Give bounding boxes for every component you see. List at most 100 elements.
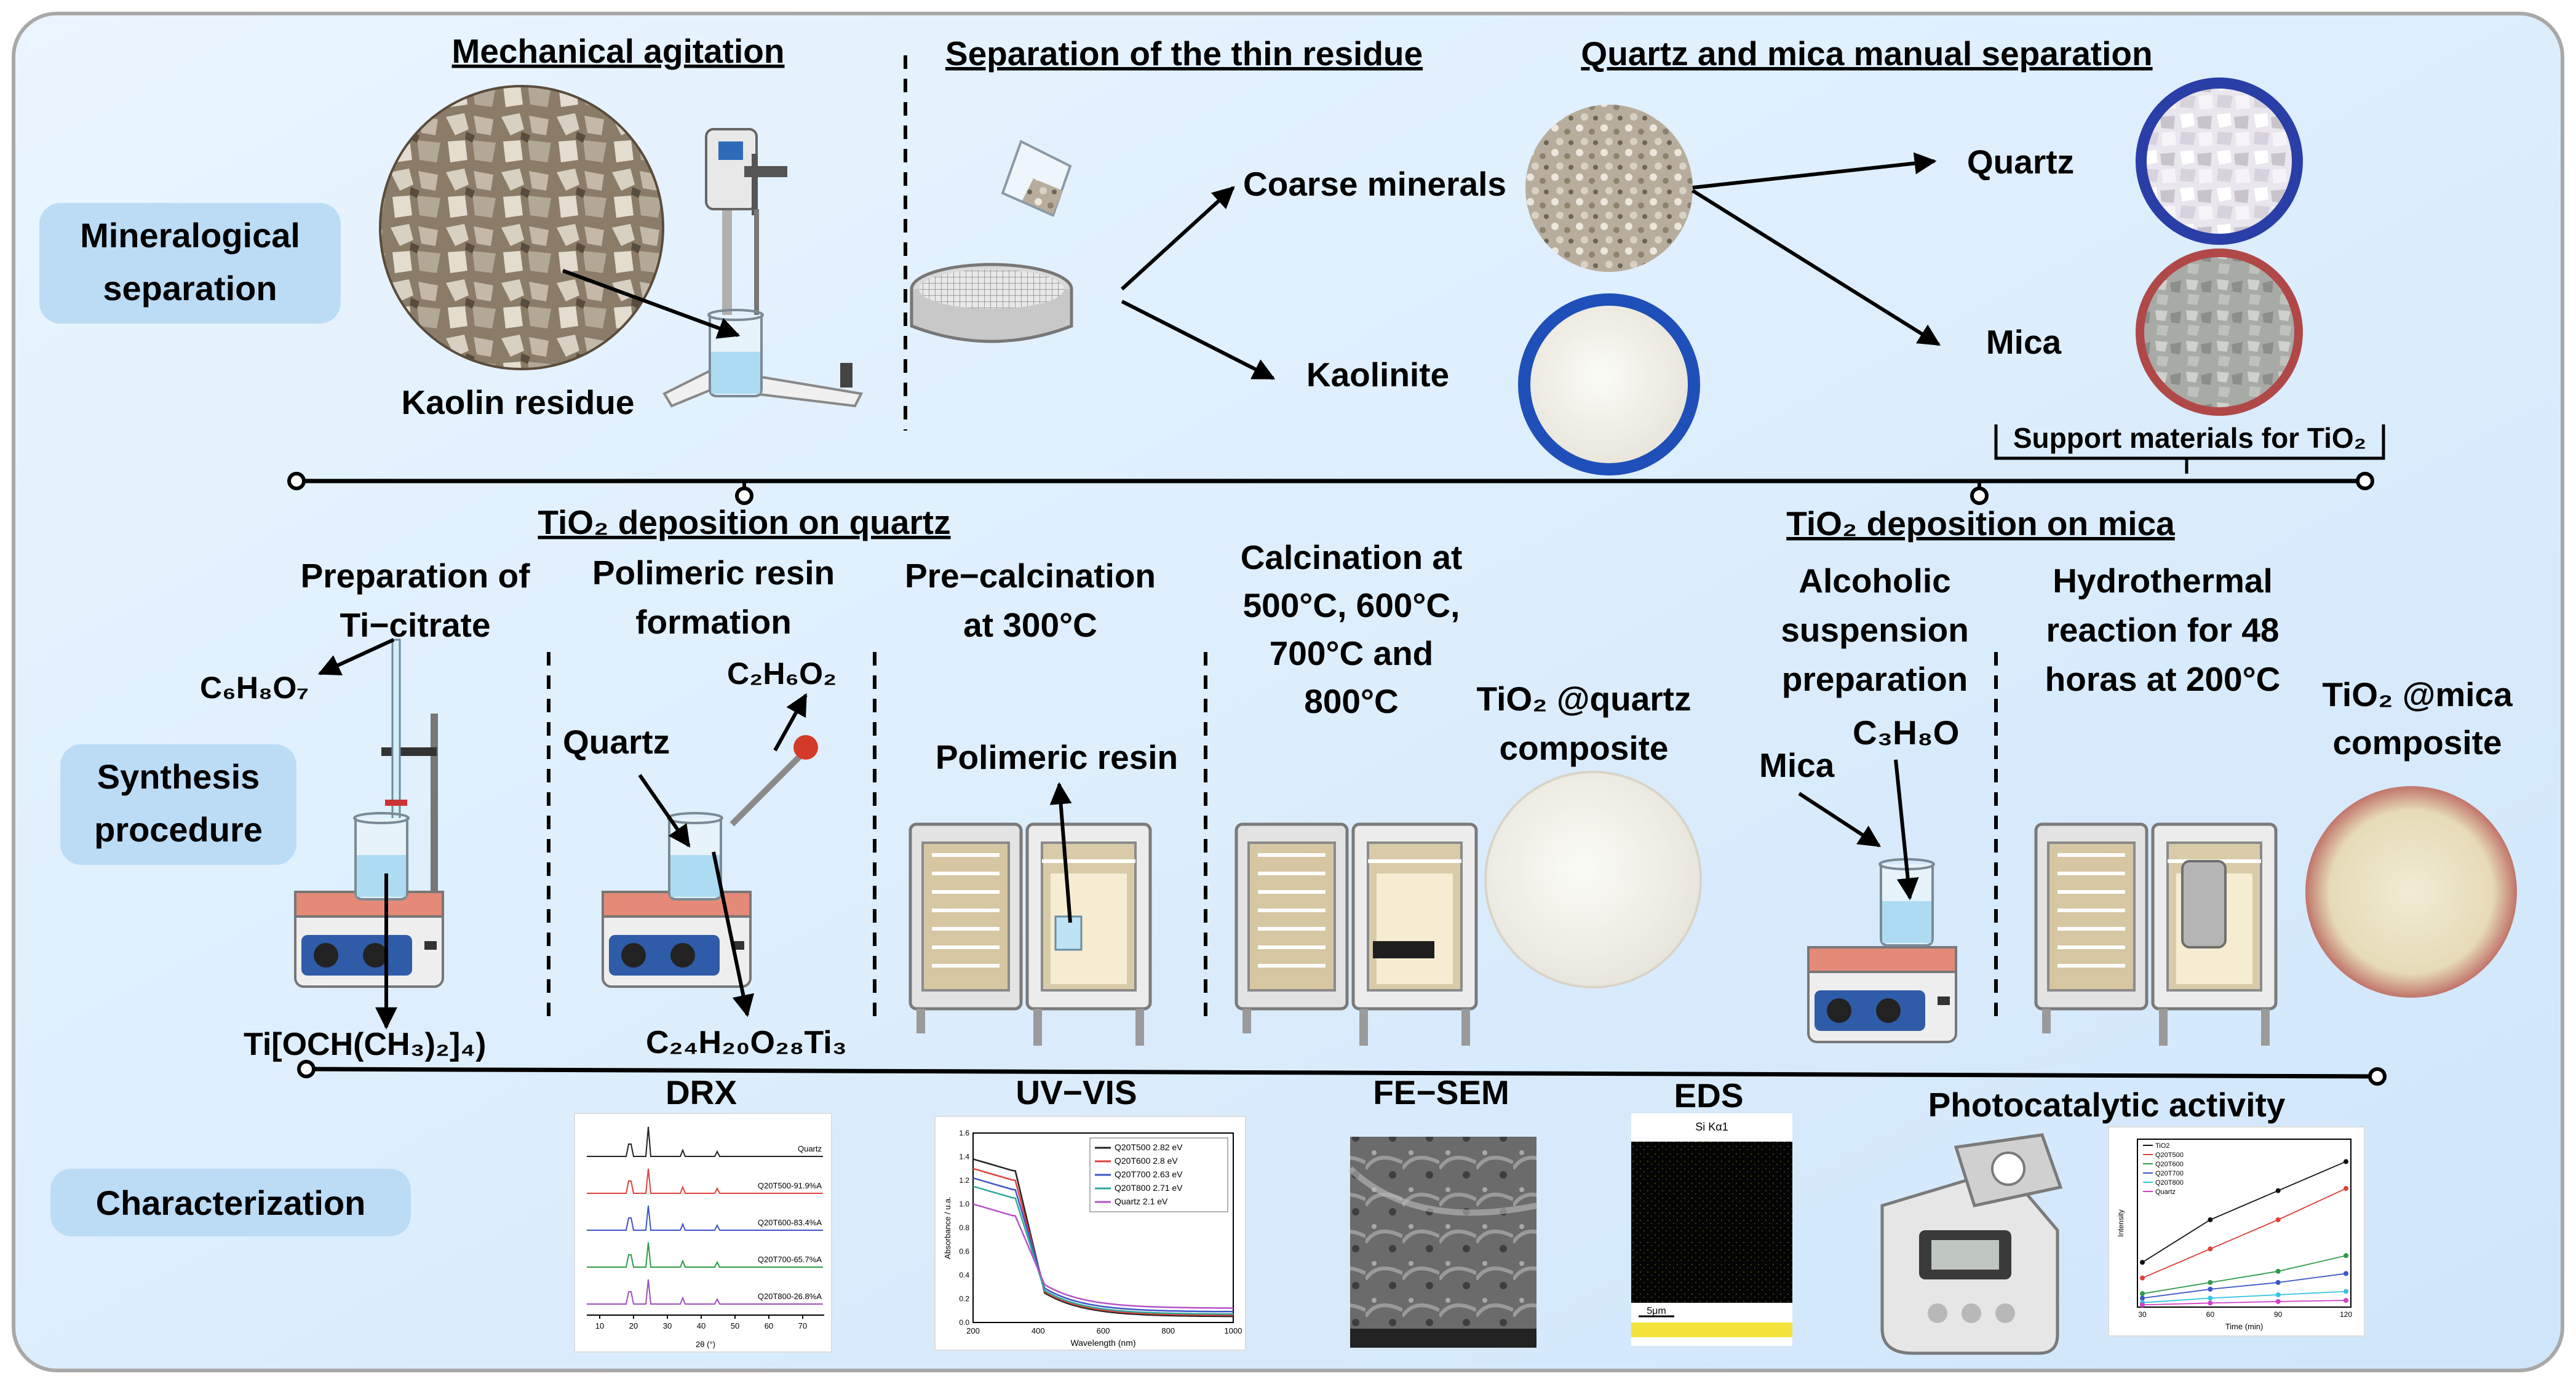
arrow-mica-in — [1798, 792, 1882, 848]
title-drx: DRX — [666, 1073, 737, 1112]
quartz-photo — [2136, 78, 2303, 245]
pc-xtick-label: 60 — [2206, 1310, 2215, 1319]
drx-trace-label: Q20T500-91.9%A — [758, 1181, 822, 1190]
drx-xlabel: 2θ (°) — [696, 1340, 715, 1349]
uv-ytick-label: 0.6 — [959, 1247, 969, 1256]
section-characterization-label: Characterization — [96, 1183, 366, 1222]
pc-legend-label: TiO2 — [2155, 1142, 2169, 1150]
quartz-composite-photo — [1484, 771, 1702, 988]
uv-xtick-label: 1000 — [1225, 1326, 1242, 1335]
uv-legend-label: Q20T600 2.8 eV — [1115, 1156, 1178, 1166]
drx-xtick-label: 10 — [595, 1321, 604, 1330]
title-photocatalytic: Photocatalytic activity — [1928, 1086, 2286, 1124]
uv-series-line — [972, 1158, 1234, 1318]
header-thin-residue: Separation of the thin residue — [945, 34, 1423, 73]
step-calc-line2: 500°C, 600°C, — [1243, 586, 1460, 624]
title-eds: EDS — [1674, 1076, 1743, 1115]
uv-series-line — [972, 1167, 1233, 1316]
step-calc-line4: 800°C — [1304, 682, 1398, 720]
drx-trace — [587, 1205, 823, 1231]
step-hydro-line3: horas at 200°C — [2045, 660, 2281, 698]
drx-trace-label: Q20T700-65.7%A — [758, 1255, 822, 1264]
uv-ylabel: Absorbance / u.a. — [943, 1196, 952, 1259]
pc-xtick-label: 120 — [2340, 1310, 2352, 1319]
label-support-materials: Support materials for TiO₂ — [2013, 422, 2366, 454]
pc-frame — [2137, 1139, 2351, 1308]
pc-xlabel: Time (min) — [2225, 1322, 2264, 1331]
uv-ytick-label: 0.2 — [959, 1295, 969, 1303]
pc-legend-label: Q20T700 — [2155, 1170, 2184, 1177]
uv-xtick-label: 400 — [1032, 1326, 1045, 1335]
eds-map: Si Kα1 5μm — [1631, 1113, 1792, 1346]
step-precalc-line2: at 300°C — [963, 606, 1097, 644]
pc-point — [2140, 1295, 2145, 1301]
pipette-resin-icon — [602, 735, 818, 988]
step-calc-line1: Calcination at — [1241, 538, 1463, 576]
section-mineralogical-line2: separation — [103, 269, 277, 308]
uv-ytick-label: 1.0 — [959, 1200, 969, 1209]
chem-glycol: C₂H₆O₂ — [727, 656, 837, 691]
arrow-to-kaolinite — [1121, 300, 1276, 380]
title-uvvis: UV−VIS — [1016, 1073, 1137, 1112]
drx-trace — [587, 1242, 823, 1268]
pc-ylabel: Intensity — [2117, 1209, 2125, 1237]
burette-setup-icon — [294, 638, 444, 988]
photometer-device-icon — [1880, 1133, 2063, 1355]
step-alcoholic-line1: Alcoholic — [1799, 562, 1951, 600]
quartz-composite-line1: TiO₂ @quartz — [1476, 680, 1691, 718]
pc-point — [2343, 1253, 2348, 1259]
coarse-minerals-photo — [1525, 105, 1693, 272]
header-mechanical-agitation: Mechanical agitation — [452, 32, 785, 70]
pc-series-line — [2142, 1291, 2347, 1303]
drx-trace-label: Q20T600-83.4%A — [758, 1218, 822, 1227]
mica-composite-line2: composite — [2332, 723, 2502, 762]
drx-xtick-label: 20 — [629, 1321, 638, 1330]
support-bracket — [1994, 424, 2385, 460]
pc-series-line — [2142, 1161, 2347, 1263]
label-coarse-minerals: Coarse minerals — [1243, 165, 1506, 203]
uv-ytick-label: 0.0 — [959, 1318, 969, 1327]
label-quartz: Quartz — [1967, 143, 2074, 181]
chem-ttip: Ti[OCH(CH₃)₂]₄) — [244, 1027, 486, 1062]
pc-series-line — [2142, 1273, 2347, 1299]
arrow-propanol-in — [1894, 759, 1919, 901]
pc-series-line — [2142, 1188, 2347, 1279]
drx-xtick-label: 50 — [731, 1321, 739, 1330]
chem-polimeric-resin: Polimeric resin — [936, 738, 1178, 776]
uv-frame — [972, 1132, 1234, 1323]
arrow-resin-out — [712, 851, 755, 1017]
uv-ytick-label: 0.8 — [959, 1223, 969, 1232]
pc-legend-label: Q20T600 — [2155, 1161, 2184, 1168]
eds-scale-bar: 5μm — [1647, 1306, 1666, 1316]
uv-series-line — [972, 1203, 1233, 1309]
mica-composite-line1: TiO₂ @mica — [2322, 675, 2513, 714]
uv-xtick-label: 200 — [966, 1326, 980, 1335]
step-calc-line3: 700°C and — [1270, 634, 1434, 672]
label-mica: Mica — [1986, 323, 2062, 361]
pc-legend-label: Q20T800 — [2155, 1179, 2184, 1187]
section-mineralogical-line1: Mineralogical — [80, 216, 300, 255]
chem-propanol: C₃H₈O — [1853, 714, 1959, 752]
timeline-1 — [287, 472, 2374, 505]
drx-xtick-label: 70 — [798, 1321, 807, 1330]
furnace-hydrothermal-icon — [2036, 824, 2276, 1046]
uv-ytick-label: 1.4 — [959, 1153, 969, 1161]
step-ti-citrate-line2: Ti−citrate — [340, 606, 490, 644]
step-hydro-line1: Hydrothermal — [2053, 562, 2273, 600]
pc-series-line — [2142, 1300, 2347, 1306]
pc-xtick-label: 30 — [2138, 1310, 2147, 1319]
kaolin-residue-photo — [379, 85, 664, 370]
uv-xtick-label: 600 — [1097, 1326, 1110, 1335]
pc-point — [2343, 1186, 2348, 1191]
uv-xtick-label: 800 — [1161, 1326, 1175, 1335]
pc-series-line — [2142, 1255, 2347, 1295]
title-fesem: FE−SEM — [1373, 1073, 1509, 1112]
uv-legend-label: Q20T700 2.63 eV — [1115, 1169, 1183, 1179]
pc-legend-label: Q20T500 — [2155, 1151, 2184, 1159]
eds-element-label: Si Kα1 — [1695, 1121, 1728, 1133]
section-synthesis-line2: procedure — [94, 810, 263, 849]
step-alcoholic-line3: preparation — [1782, 660, 1968, 698]
